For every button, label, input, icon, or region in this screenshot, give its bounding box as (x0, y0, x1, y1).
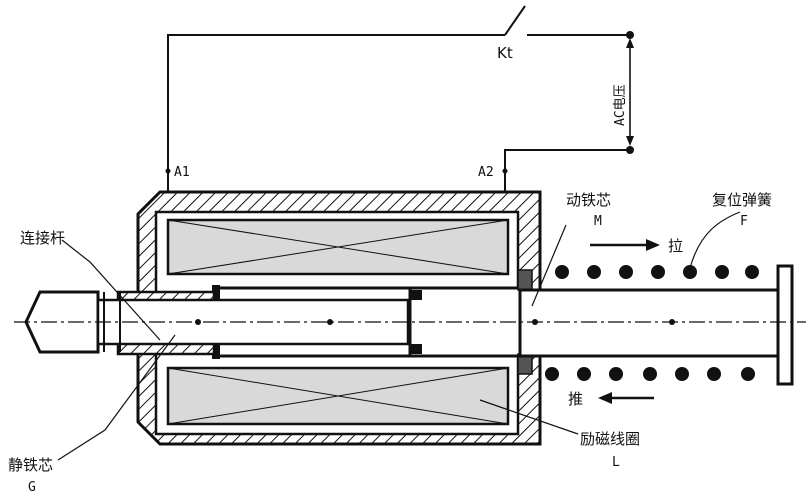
spring-label: 复位弹簧 (712, 191, 772, 209)
armature-label: 动铁芯 (566, 191, 611, 209)
node-top (626, 31, 634, 39)
terminal-a1-label: A1 (174, 165, 190, 180)
rod-label: 连接杆 (20, 229, 65, 247)
voltage-arrow-head-down (626, 136, 634, 146)
voltage-label: AC电压 (613, 84, 628, 126)
leader-coil (479, 399, 579, 435)
spring-code: F (740, 214, 748, 229)
return-spring (545, 265, 759, 381)
voltage-arrow-head-up (626, 38, 634, 48)
static-core-code: G (28, 480, 36, 495)
leader-armature (531, 224, 567, 307)
center-axis (14, 319, 806, 325)
switch-blade (504, 5, 526, 36)
pull-arrow (590, 239, 660, 251)
coil-bottom (166, 366, 510, 426)
wire-a1 (167, 34, 505, 200)
coil-code: L (612, 455, 620, 470)
switch-label: Kt (497, 44, 513, 62)
terminal-a2-dot (502, 168, 508, 174)
pull-label: 拉 (668, 237, 683, 255)
node-bottom (626, 146, 634, 154)
push-arrow (598, 392, 654, 404)
push-label: 推 (568, 390, 583, 408)
leader-rod (61, 239, 161, 341)
terminal-a1-dot (165, 168, 171, 174)
leader-spring (689, 211, 741, 269)
leader-static-core (57, 334, 176, 461)
wire-a2 (504, 149, 630, 200)
terminal-a2-label: A2 (478, 165, 494, 180)
leader-lines (57, 211, 741, 461)
static-core-label: 静铁芯 (8, 456, 53, 474)
coil-top (166, 218, 510, 276)
armature-code: M (594, 214, 602, 229)
coil-label: 励磁线圈 (580, 430, 640, 448)
circuit-wiring (167, 5, 634, 200)
